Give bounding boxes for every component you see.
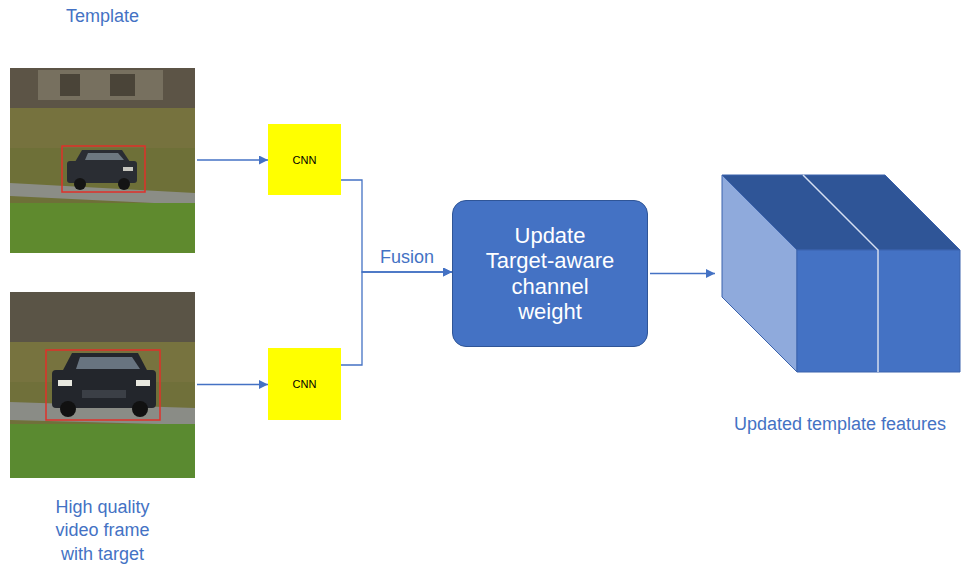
photo-frame: High quality video frame with target	[10, 292, 195, 478]
car-wheel	[60, 401, 76, 417]
feature-cube: Updated template features	[715, 170, 965, 377]
target-box	[62, 146, 145, 192]
car-wheel	[74, 178, 86, 190]
photo-caption: High quality video frame with target	[40, 496, 165, 566]
flow-arrow	[341, 272, 452, 365]
flow-arrow	[341, 180, 452, 272]
process-box: Update Target-aware channel weight	[452, 200, 648, 347]
barn	[38, 70, 163, 100]
template-photo	[10, 68, 195, 253]
tree-band	[10, 292, 195, 342]
car-wheel	[132, 401, 148, 417]
car-roof	[75, 150, 130, 162]
car-wheel	[118, 178, 130, 190]
car-window	[76, 357, 140, 369]
cnn-box: CNN	[268, 348, 341, 420]
cnn-box: CNN	[268, 124, 341, 195]
tree-band	[10, 68, 195, 108]
photo-heading: Template	[66, 5, 139, 28]
flow-arrow	[197, 159, 268, 160]
cube-shape	[715, 170, 965, 377]
flow-arrow	[197, 384, 268, 385]
car-light	[136, 380, 150, 386]
photo-ground	[10, 68, 195, 253]
target-box	[46, 350, 160, 420]
box-label: CNN	[293, 154, 317, 166]
flow-arrow	[650, 273, 715, 274]
photo-ground	[10, 292, 195, 478]
grass	[10, 424, 195, 478]
cube-front	[797, 250, 878, 372]
field	[10, 108, 195, 148]
car-roof	[62, 353, 148, 372]
feature-caption: Updated template features	[734, 413, 946, 436]
frame-photo	[10, 292, 195, 478]
cube-front	[878, 250, 960, 372]
barn-door	[110, 74, 135, 96]
grass	[10, 203, 195, 253]
car-window	[85, 153, 124, 160]
cube-top	[803, 175, 960, 250]
road	[10, 183, 195, 205]
box-label: Update Target-aware channel weight	[480, 223, 620, 324]
barn-door	[60, 74, 80, 96]
car-grille	[82, 390, 126, 398]
car-light	[58, 380, 72, 386]
box-label: CNN	[293, 378, 317, 390]
car-light	[123, 167, 133, 171]
cube-divider	[803, 175, 878, 372]
edge-label: Fusion	[378, 247, 436, 268]
photo-frame: Template	[10, 68, 195, 253]
